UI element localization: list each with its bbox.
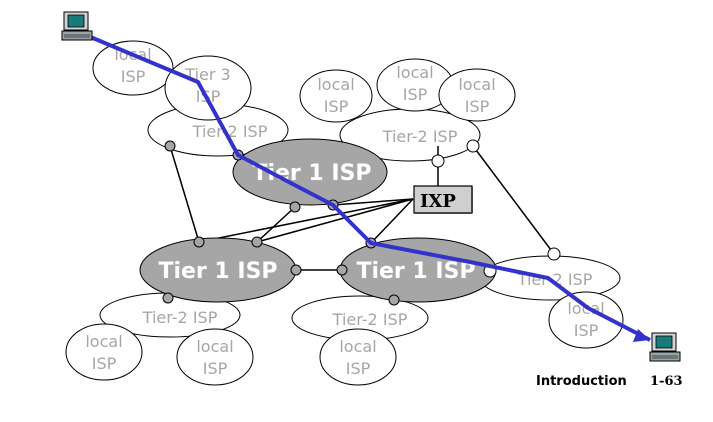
ixp-label: IXP xyxy=(420,191,456,212)
local-isp-bottom-2-line2: ISP xyxy=(203,359,228,378)
local-isp-top-center-line2: ISP xyxy=(324,97,349,116)
link-tier2-right-to-tier2-bottom-right xyxy=(472,145,555,255)
computer-icon xyxy=(61,11,93,41)
router-node-white xyxy=(466,139,480,153)
ixp-box: IXP xyxy=(413,185,473,214)
tier2-isp-bottom-center-label: Tier-2 ISP xyxy=(332,310,408,329)
local-isp-top-center: local ISP xyxy=(299,69,373,123)
tier2-isp-bottom-left-label: Tier-2 ISP xyxy=(142,308,218,327)
link-tier1-left-to-ixp-2 xyxy=(198,198,414,243)
router-node-white xyxy=(547,247,561,261)
tier2-isp-top-right-label: Tier-2 ISP xyxy=(382,127,458,146)
local-isp-bottom-2: local ISP xyxy=(176,328,254,386)
local-isp-bottom-3-line1: local xyxy=(339,337,376,356)
tier2-isp-bottom-left: Tier-2 ISP xyxy=(99,292,241,338)
local-isp-bottom-2-line1: local xyxy=(196,337,233,356)
tier1-isp-top: Tier 1 ISP xyxy=(232,138,388,206)
router-node xyxy=(162,292,174,304)
local-isp-top-right-1: local ISP xyxy=(376,58,454,112)
footer-title: Introduction xyxy=(536,374,627,389)
tier1-isp-left-label: Tier 1 ISP xyxy=(158,259,277,284)
local-isp-bottom-3-line2: ISP xyxy=(346,359,371,378)
local-isp-top-right-2-line2: ISP xyxy=(465,97,490,116)
local-isp-bottom-3: local ISP xyxy=(319,328,397,386)
local-isp-bottom-1-line1: local xyxy=(85,332,122,351)
tier2-isp-top-right: Tier-2 ISP xyxy=(339,108,481,162)
tier2-isp-bottom-center: Tier-2 ISP xyxy=(291,295,429,341)
local-isp-top-center-line1: local xyxy=(317,75,354,94)
router-node xyxy=(388,294,400,306)
router-node xyxy=(336,264,348,276)
router-node xyxy=(193,236,205,248)
tier1-isp-right-label: Tier 1 ISP xyxy=(356,259,475,284)
local-isp-bottom-1-line2: ISP xyxy=(92,354,117,373)
link-tier1-top-to-ixp xyxy=(332,198,414,206)
router-node-white xyxy=(431,154,445,168)
local-isp-top-right-2: local ISP xyxy=(438,68,516,122)
router-node xyxy=(289,201,301,213)
local-isp-bottom-1: local ISP xyxy=(65,323,143,381)
link-tier2-left-to-tier1-left xyxy=(169,145,200,243)
link-tier1-left-to-ixp xyxy=(256,198,414,243)
local-isp-top-left-line2: ISP xyxy=(121,67,146,86)
packet-path xyxy=(87,34,651,342)
tier1-isp-left: Tier 1 ISP xyxy=(139,237,297,303)
router-node xyxy=(164,140,176,152)
local-isp-top-right-2-line1: local xyxy=(458,75,495,94)
tier2-isp-top-left: Tier-2 ISP xyxy=(147,103,289,157)
computer-icon xyxy=(649,332,681,362)
path-arrowhead xyxy=(633,329,650,342)
local-isp-top-right-1-line2: ISP xyxy=(403,85,428,104)
slide-number: 1-63 xyxy=(650,374,683,389)
tier2-isp-top-left-label: Tier-2 ISP xyxy=(192,122,268,141)
local-isp-bottom-right-line2: ISP xyxy=(574,321,599,340)
link-tier1-right-to-ixp xyxy=(370,198,414,244)
local-isp-top-right-1-line1: local xyxy=(396,63,433,82)
tier3-isp: Tier 3 ISP xyxy=(164,55,252,121)
link-tier1-left-to-tier1-top xyxy=(256,206,296,243)
tier1-isp-right: Tier 1 ISP xyxy=(339,237,497,303)
router-node xyxy=(251,236,263,248)
router-node xyxy=(290,264,302,276)
